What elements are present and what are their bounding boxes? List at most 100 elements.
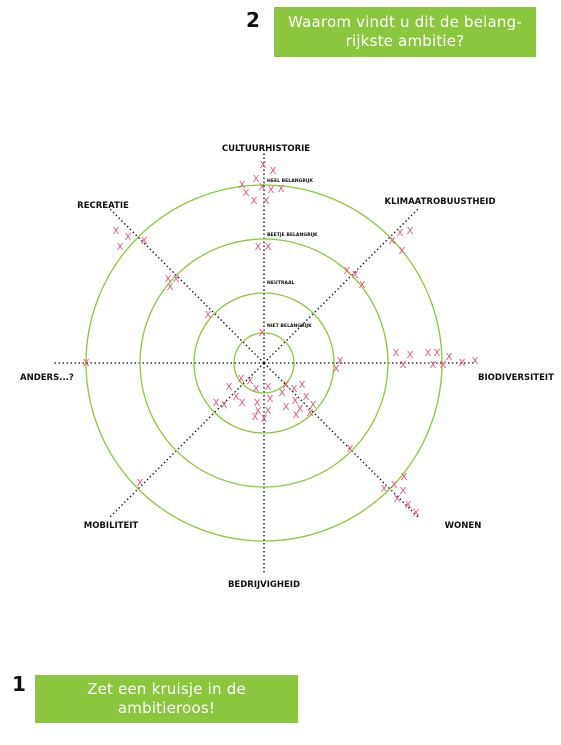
cross-mark: X: [267, 394, 274, 405]
ring-label-beetje-belangrijk: BEETJE BELANGRIJK: [267, 232, 318, 238]
cross-mark: X: [255, 242, 262, 253]
cross-mark: X: [173, 274, 180, 285]
cross-mark: X: [83, 358, 90, 369]
cross-mark: X: [283, 402, 290, 413]
cross-mark: X: [165, 274, 172, 285]
instruction-banner: Zet een kruisje in de ambitieroos!: [35, 675, 298, 723]
axis-label-bedrijvigheid: BEDRIJVIGHEID: [228, 580, 300, 590]
axis-label-cultuurhistorie: CULTUURHISTORIE: [222, 144, 310, 154]
cross-mark: X: [226, 382, 233, 393]
step-2-number: 2: [246, 8, 260, 32]
axis-label-biodiversiteit: BIODIVERSITEIT: [478, 373, 554, 383]
cross-mark: X: [117, 242, 124, 253]
cross-mark: X: [278, 184, 285, 195]
ring-label-heel-belangrijk: HEEL BELANGRIJK: [267, 178, 313, 184]
cross-mark: X: [397, 228, 404, 239]
cross-mark: X: [260, 160, 267, 171]
cross-mark: X: [279, 388, 286, 399]
ring-niet-belangrijk: [193, 292, 335, 434]
cross-mark: X: [459, 358, 466, 369]
cross-mark: X: [291, 384, 298, 395]
cross-mark: X: [137, 478, 144, 489]
cross-mark: X: [205, 310, 212, 321]
cross-mark: X: [233, 392, 240, 403]
axis-label-recreatie: RECREATIE: [77, 201, 129, 211]
cross-mark: X: [238, 374, 245, 385]
cross-mark: X: [243, 188, 250, 199]
cross-mark: X: [221, 400, 228, 411]
cross-mark: X: [253, 174, 260, 185]
axis-label-klimaatrobuustheid: KLIMAATROBUUSTHEID: [384, 197, 495, 207]
ring-beetje-belangrijk: [139, 238, 389, 488]
cross-mark: X: [255, 406, 262, 417]
cross-mark: X: [394, 494, 401, 505]
axis-label-anders: ANDERS...?: [20, 373, 74, 383]
cross-mark: X: [265, 406, 272, 417]
cross-mark: X: [399, 246, 406, 257]
cross-mark: X: [297, 404, 304, 415]
axis-line-mobiliteit: [109, 362, 265, 518]
cross-mark: X: [381, 484, 388, 495]
step-1-number: 1: [12, 672, 26, 696]
cross-mark: X: [434, 348, 441, 359]
cross-mark: X: [405, 500, 412, 511]
ring-label-neutraal: NEUTRAAL: [267, 280, 294, 286]
cross-mark: X: [268, 185, 275, 196]
cross-mark: X: [401, 472, 408, 483]
ring-label-niet-belangrijk: NIET BELANGRIJK: [267, 323, 312, 329]
cross-mark: X: [400, 486, 407, 497]
cross-mark: X: [352, 270, 359, 281]
cross-mark: X: [310, 400, 317, 411]
cross-mark: X: [430, 360, 437, 371]
axis-label-wonen: WONEN: [445, 521, 482, 531]
cross-mark: X: [440, 360, 447, 371]
cross-mark: X: [425, 348, 432, 359]
ring-inner: [233, 332, 295, 394]
cross-mark: X: [307, 408, 314, 419]
cross-mark: X: [213, 398, 220, 409]
cross-mark: X: [333, 364, 340, 375]
cross-mark: X: [125, 232, 132, 243]
axis-line-recreatie: [109, 208, 265, 364]
cross-mark: X: [472, 356, 479, 367]
cross-mark: X: [391, 480, 398, 491]
cross-mark: X: [347, 444, 354, 455]
cross-mark: X: [253, 384, 260, 395]
cross-mark: X: [344, 266, 351, 277]
cross-mark: X: [407, 226, 414, 237]
cross-mark: X: [252, 412, 259, 423]
cross-mark: X: [259, 182, 266, 193]
cross-mark: X: [113, 226, 120, 237]
cross-mark: X: [407, 350, 414, 361]
axis-line-klimaatrobuustheid: [263, 208, 419, 364]
cross-mark: X: [254, 398, 261, 409]
cross-mark: X: [446, 352, 453, 363]
cross-mark: X: [292, 396, 299, 407]
cross-mark: X: [259, 328, 266, 339]
cross-mark: X: [393, 348, 400, 359]
cross-mark: X: [263, 196, 270, 207]
cross-mark: X: [400, 360, 407, 371]
axis-label-mobiliteit: MOBILITEIT: [84, 521, 139, 531]
cross-mark: X: [247, 376, 254, 387]
cross-mark: X: [359, 280, 366, 291]
cross-mark: X: [239, 180, 246, 191]
cross-mark: X: [303, 392, 310, 403]
cross-mark: X: [239, 398, 246, 409]
cross-mark: X: [337, 356, 344, 367]
question-banner: Waarom vindt u dit de belang-rijkste amb…: [274, 7, 536, 57]
cross-mark: X: [265, 382, 272, 393]
cross-mark: X: [251, 196, 258, 207]
ring-heel-belangrijk: [85, 184, 443, 542]
cross-mark: X: [261, 414, 268, 425]
cross-mark: X: [283, 380, 290, 391]
cross-mark: X: [270, 166, 277, 177]
cross-mark: X: [299, 380, 306, 391]
cross-mark: X: [265, 242, 272, 253]
cross-mark: X: [389, 236, 396, 247]
axis-line-wonen: [263, 362, 419, 518]
cross-mark: X: [141, 236, 148, 247]
cross-mark: X: [293, 410, 300, 421]
cross-mark: X: [413, 508, 420, 519]
